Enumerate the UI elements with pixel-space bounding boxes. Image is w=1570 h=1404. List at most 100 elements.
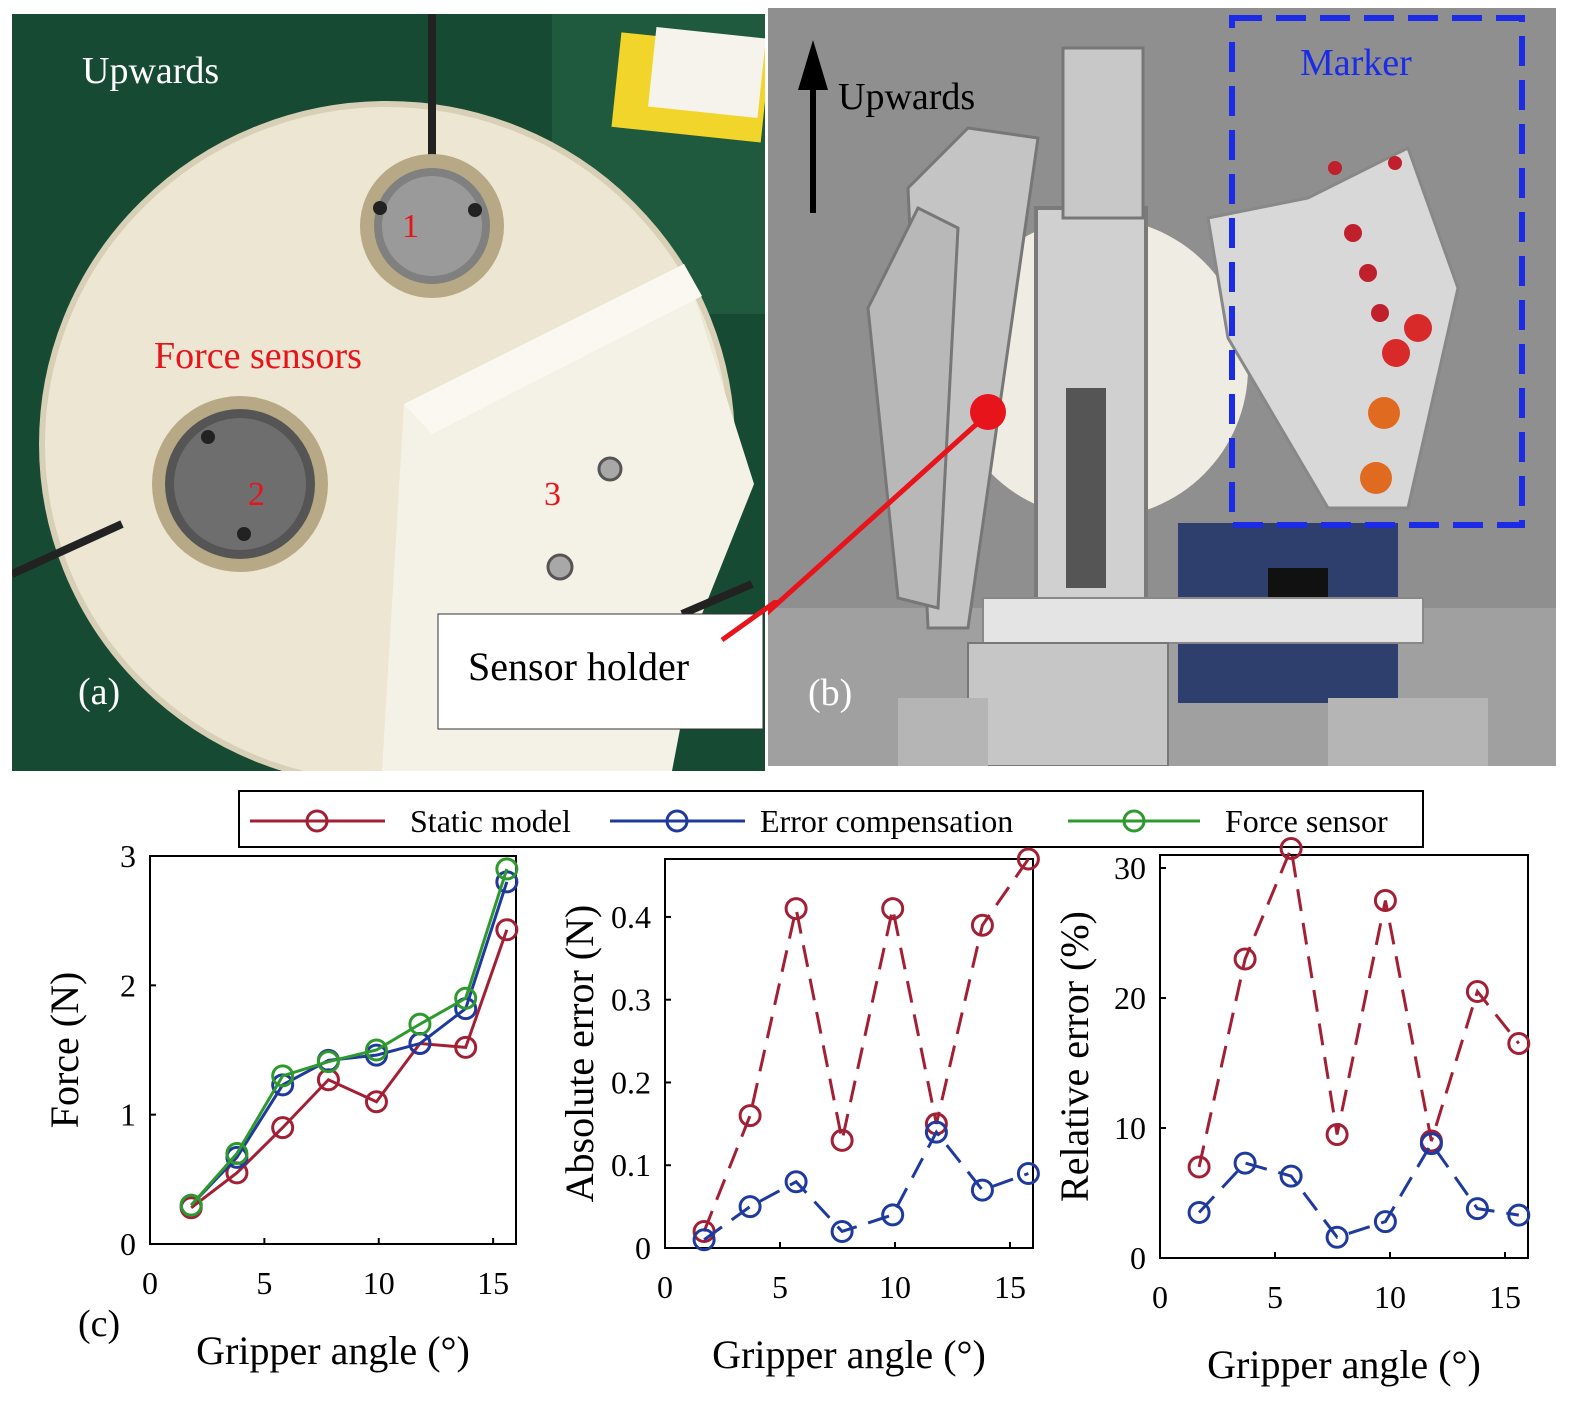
- chart-1-series-error-compensation-point: [830, 1219, 854, 1243]
- sensor-number-3: 3: [544, 476, 561, 513]
- chart-0-series-force-sensor-point: [408, 1012, 432, 1036]
- chart-2-ylabel: Relative error (%): [1052, 911, 1097, 1202]
- upwards-label-a: Upwards: [82, 50, 220, 92]
- chart-0-xtick-label: 5: [256, 1265, 272, 1301]
- chart-1-series-error-compensation-point: [1016, 1162, 1040, 1186]
- chart-1-ytick-label: 0.3: [611, 982, 651, 1018]
- chart-0-series-static-model-point: [454, 1035, 478, 1059]
- chart-2-ytick-label: 0: [1130, 1240, 1146, 1276]
- chart-0-ytick-label: 3: [120, 838, 136, 874]
- legend-label-error-compensation: Error compensation: [760, 803, 1013, 839]
- chart-1-series-error-compensation-point: [970, 1178, 994, 1202]
- legend-entry-error-compensation: Error compensation: [610, 803, 1013, 839]
- chart-0-series-force-sensor-point: [364, 1038, 388, 1062]
- chart-1-series-error-compensation-point: [738, 1195, 762, 1219]
- legend-label-force-sensor: Force sensor: [1225, 803, 1388, 839]
- chart-2-ytick-label: 20: [1114, 980, 1146, 1016]
- chart-2-xtick-label: 10: [1374, 1279, 1406, 1315]
- chart-1-ylabel: Absolute error (N): [557, 905, 602, 1203]
- chart-1-series-static-model-point: [1016, 847, 1040, 871]
- chart-2-xlabel: Gripper angle (°): [1207, 1342, 1481, 1387]
- chart-2-series-error-compensation-point: [1419, 1132, 1443, 1156]
- legend-label-static-model: Static model: [410, 803, 571, 839]
- chart-0-series-static-model-point: [364, 1090, 388, 1114]
- chart-2-series-error-compensation-point: [1325, 1225, 1349, 1249]
- chart-1-series-static-model-point: [784, 897, 808, 921]
- photo-gripper: Upwards Marker (b): [768, 8, 1556, 766]
- chart-0-series-force-sensor-point: [225, 1141, 249, 1165]
- chart-2-series-static-model-point: [1373, 889, 1397, 912]
- chart-1-series-error-compensation-point: [924, 1120, 948, 1144]
- photo-force-sensor-base: Upwards 1 Force sensors 2 3 Sensor holde…: [12, 14, 765, 771]
- force-sensors-label: Force sensors: [154, 335, 362, 377]
- chart-2-series-static-model-point: [1465, 980, 1489, 1003]
- chart-0-series-static-model-point: [495, 918, 519, 942]
- chart-0-series-force-sensor-point: [316, 1050, 340, 1074]
- chart-2-series-static-model-point: [1233, 947, 1257, 971]
- chart-1-xtick-label: 10: [879, 1269, 911, 1305]
- upwards-label-b: Upwards: [838, 76, 976, 118]
- chart-2-frame: [1159, 854, 1529, 1259]
- sensor-holder-label: Sensor holder: [468, 644, 690, 689]
- legend-entries: Static model Error compensation Force se…: [250, 803, 1388, 839]
- chart-1-ytick-label: 0: [635, 1230, 651, 1266]
- sensor-number-2: 2: [248, 476, 265, 513]
- marker-label: Marker: [1300, 42, 1412, 84]
- chart-0-xlabel: Gripper angle (°): [196, 1328, 470, 1373]
- chart-2-series-static-model-point: [1187, 1155, 1211, 1179]
- chart-2-xtick-label: 5: [1267, 1279, 1283, 1315]
- chart-0-xtick-label: 10: [363, 1265, 395, 1301]
- legend: Static model Error compensation Force se…: [238, 790, 1424, 848]
- chart-1-series-static-model-line: [702, 858, 1030, 1233]
- chart-0-ytick-label: 1: [120, 1097, 136, 1133]
- panel-c-label: (c): [78, 1303, 120, 1345]
- chart-2-series-error-compensation-point: [1373, 1210, 1397, 1234]
- sensor-number-1: 1: [402, 208, 419, 245]
- chart-2-series-static-model-point: [1507, 1032, 1531, 1055]
- sensor-base-illustration: [12, 14, 765, 771]
- chart-2-series-static-model-point: [1325, 1123, 1349, 1146]
- chart-0-xtick-label: 0: [142, 1265, 158, 1301]
- chart-2-ytick-label: 30: [1114, 850, 1146, 886]
- chart-0-series-force-sensor-point: [179, 1193, 203, 1217]
- chart-2-series-static-model-line: [1197, 843, 1520, 1168]
- chart-1-series-static-model-point: [970, 913, 994, 937]
- chart-1-series-error-compensation-point: [881, 1203, 905, 1227]
- chart-2-series-error-compensation-point: [1233, 1151, 1257, 1175]
- sensor-holder-pointer: [720, 600, 780, 643]
- chart-2-xtick-label: 15: [1489, 1279, 1521, 1315]
- legend-entry-force-sensor: Force sensor: [1068, 803, 1388, 839]
- chart-1-xtick-label: 0: [657, 1269, 673, 1305]
- chart-2-xtick-label: 0: [1152, 1279, 1168, 1315]
- chart-1-xtick-label: 15: [994, 1269, 1026, 1305]
- chart-0-ylabel: Force (N): [42, 972, 87, 1129]
- chart-1-ytick-label: 0.2: [611, 1064, 651, 1100]
- chart-0-series-force-sensor-point: [271, 1064, 295, 1088]
- chart-2-series-error-compensation-point: [1465, 1197, 1489, 1221]
- chart-2-series-error-compensation-point: [1187, 1201, 1211, 1224]
- chart-1-xlabel: Gripper angle (°): [712, 1332, 986, 1377]
- chart-1-ytick-label: 0.4: [611, 899, 651, 935]
- chart-1-series-static-model-point: [738, 1104, 762, 1128]
- panel-b-label: (b): [808, 672, 853, 714]
- chart-1-series-error-compensation-point: [784, 1170, 808, 1194]
- chart-2-series-error-compensation-point: [1279, 1164, 1303, 1188]
- chart-2-ytick-label: 10: [1114, 1110, 1146, 1146]
- chart-1-ytick-label: 0.1: [611, 1147, 651, 1183]
- gripper-illustration: [768, 8, 1556, 766]
- chart-0-ytick-label: 0: [120, 1226, 136, 1262]
- chart-0-ytick-label: 2: [120, 967, 136, 1003]
- chart-2-series-static-model-point: [1279, 837, 1303, 860]
- chart-0-xtick-label: 15: [477, 1265, 509, 1301]
- chart-2-series-error-compensation-point: [1507, 1203, 1531, 1227]
- chart-1-xtick-label: 5: [772, 1269, 788, 1305]
- panel-a-label: (a): [78, 671, 121, 713]
- chart-1-series-static-model-point: [881, 897, 905, 921]
- chart-1-series-static-model-point: [830, 1128, 854, 1152]
- chart-1-series-error-compensation-point: [692, 1228, 716, 1252]
- chart-0-series-force-sensor-point: [454, 986, 478, 1010]
- legend-entry-static-model: Static model: [250, 803, 571, 839]
- chart-0-series-force-sensor-point: [495, 857, 519, 881]
- chart-1-series-error-compensation-line: [703, 1129, 1029, 1241]
